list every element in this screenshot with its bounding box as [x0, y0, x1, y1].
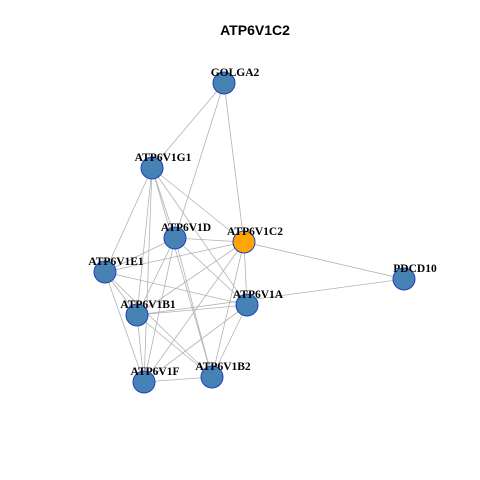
node-circle — [163, 226, 187, 250]
edge-atp6v1g1-atp6v1b2 — [151, 167, 213, 378]
node-label: GOLGA2 — [211, 67, 260, 79]
node-circle — [392, 267, 416, 291]
node-circle — [93, 260, 117, 284]
node-label: ATP6V1B2 — [195, 361, 251, 373]
node-label: ATP6V1D — [161, 222, 211, 234]
edge-atp6v1d-atp6v1c2 — [174, 237, 245, 243]
node-atp6v1f: ATP6V1F — [131, 366, 180, 394]
edge-atp6v1e1-atp6v1b2 — [104, 271, 213, 378]
edge-atp6v1e1-atp6v1a — [104, 271, 248, 306]
edge-pdcd10-atp6v1b1 — [136, 278, 405, 316]
edge-atp6v1g1-atp6v1a — [151, 167, 248, 306]
node-atp6v1c2: ATP6V1C2 — [227, 226, 283, 254]
node-atp6v1e1: ATP6V1E1 — [88, 256, 144, 284]
edge-atp6v1a-atp6v1b2 — [211, 304, 248, 378]
node-label: ATP6V1C2 — [227, 226, 283, 238]
node-label: ATP6V1A — [233, 289, 284, 301]
node-label: ATP6V1E1 — [88, 256, 144, 268]
node-label: PDCD10 — [393, 263, 437, 275]
edge-atp6v1a-atp6v1f — [143, 304, 248, 383]
edge-atp6v1a-atp6v1b1 — [136, 304, 248, 316]
node-label: ATP6V1F — [131, 366, 180, 378]
edge-atp6v1d-atp6v1b1 — [136, 237, 176, 316]
edge-atp6v1c2-atp6v1b1 — [136, 241, 245, 316]
edge-atp6v1c2-atp6v1b2 — [211, 241, 245, 378]
node-circle — [235, 293, 259, 317]
edge-atp6v1d-atp6v1a — [174, 237, 248, 306]
node-label: ATP6V1B1 — [120, 299, 176, 311]
edge-atp6v1g1-atp6v1d — [151, 167, 176, 239]
node-circle — [232, 230, 256, 254]
edge-atp6v1c2-pdcd10 — [243, 241, 405, 280]
edge-layer — [104, 82, 405, 383]
node-circle — [200, 365, 224, 389]
node-pdcd10: PDCD10 — [392, 263, 437, 291]
node-atp6v1b1: ATP6V1B1 — [120, 299, 176, 327]
edge-atp6v1g1-atp6v1c2 — [151, 167, 245, 243]
node-golga2: GOLGA2 — [211, 67, 260, 95]
edge-atp6v1d-atp6v1e1 — [104, 237, 176, 273]
edge-golga2-atp6v1g1 — [151, 82, 225, 169]
edge-atp6v1g1-atp6v1b1 — [136, 167, 153, 316]
node-atp6v1d: ATP6V1D — [161, 222, 211, 250]
edge-atp6v1c2-atp6v1f — [143, 241, 245, 383]
node-atp6v1g1: ATP6V1G1 — [135, 152, 192, 180]
node-atp6v1b2: ATP6V1B2 — [195, 361, 251, 389]
node-circle — [212, 71, 236, 95]
edge-golga2-atp6v1d — [174, 82, 225, 239]
node-circle — [140, 156, 164, 180]
edge-golga2-atp6v1c2 — [223, 82, 245, 243]
edge-atp6v1c2-atp6v1e1 — [104, 241, 245, 273]
diagram-title: ATP6V1C2 — [220, 22, 290, 38]
edge-atp6v1e1-atp6v1f — [104, 271, 145, 383]
node-atp6v1a: ATP6V1A — [233, 289, 284, 317]
node-circle — [125, 303, 149, 327]
edge-atp6v1b1-atp6v1b2 — [136, 314, 213, 378]
edge-atp6v1g1-atp6v1f — [143, 167, 153, 383]
edge-atp6v1g1-atp6v1e1 — [104, 167, 153, 273]
edge-atp6v1d-atp6v1f — [143, 237, 176, 383]
node-label: ATP6V1G1 — [135, 152, 192, 164]
node-circle — [132, 370, 156, 394]
